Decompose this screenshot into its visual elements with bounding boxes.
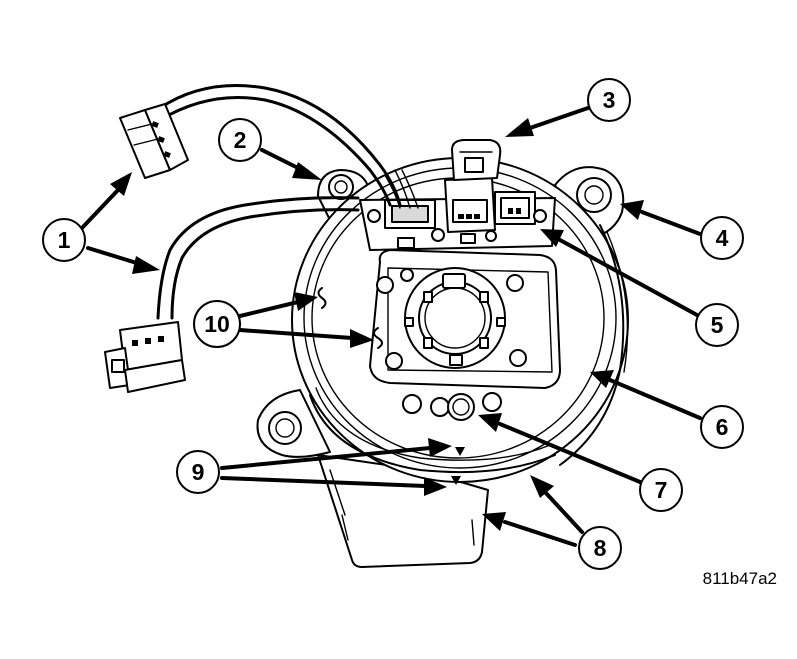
callout-3: 3 [587, 78, 631, 122]
callout-label: 8 [594, 535, 607, 561]
top-tab [451, 139, 502, 181]
rotation-mark-lower [373, 327, 383, 349]
callout-7: 7 [639, 468, 683, 512]
callout-label: 3 [603, 87, 616, 113]
callout-2: 2 [218, 118, 262, 162]
leader-lines [80, 106, 702, 547]
callout-label: 6 [716, 414, 729, 440]
lower-holes [402, 392, 502, 421]
callout-6: 6 [700, 405, 744, 449]
rotor-plate [369, 249, 561, 389]
callout-label: 10 [204, 311, 230, 337]
callout-label: 5 [711, 312, 724, 338]
callout-label: 2 [234, 127, 247, 153]
wire-harness-upper [119, 84, 419, 209]
callout-label: 9 [192, 459, 205, 485]
connector-block [359, 177, 556, 251]
rotation-mark-upper [317, 287, 327, 309]
wire-harness-lower [104, 196, 360, 393]
callout-8: 8 [578, 526, 622, 570]
callout-5: 5 [695, 303, 739, 347]
callout-label: 7 [655, 477, 668, 503]
callout-label: 4 [716, 225, 729, 251]
mounting-ear-right [554, 166, 625, 239]
callout-label: 1 [58, 227, 71, 253]
callout-4: 4 [700, 216, 744, 260]
callout-1: 1 [42, 218, 86, 262]
callout-10: 10 [193, 300, 241, 348]
figure-id: 811b47a2 [703, 569, 777, 588]
callout-9: 9 [176, 450, 220, 494]
